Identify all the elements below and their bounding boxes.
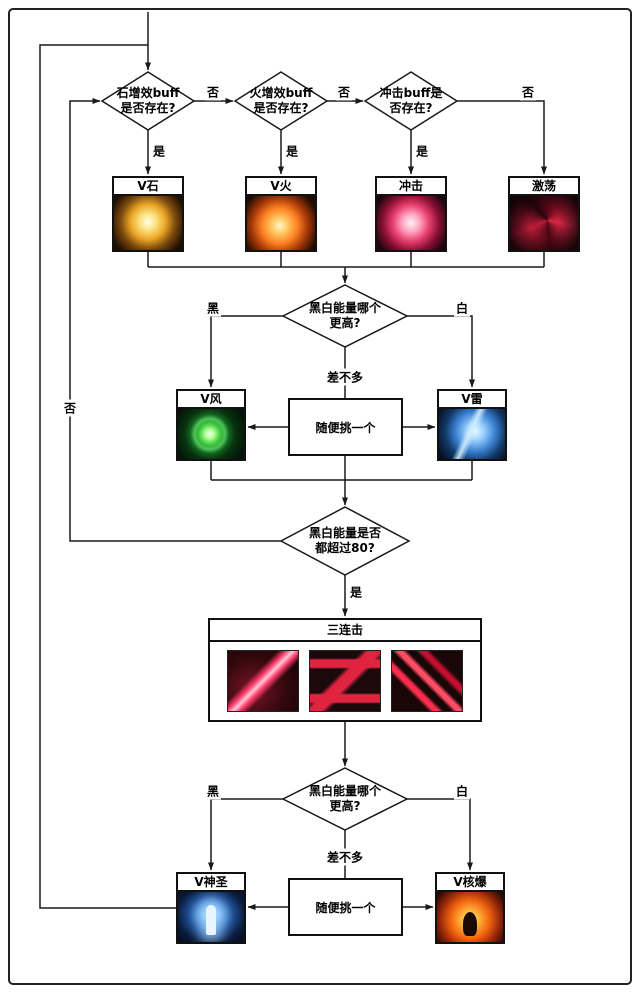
skill-v-stone-label: V石 [114,178,182,196]
diamond-energy-high-2 [281,767,409,831]
v-nuke-image [437,892,503,942]
label-similar-1: 差不多 [324,368,366,386]
triple-strike-images [210,642,480,720]
v-holy-image [178,892,244,942]
decision-impact-line2: 否存在? [389,101,433,115]
decision-stone-line2: 是否存在? [120,101,176,115]
v-wind-image [178,409,244,459]
decision-stone-buff: 石增效buff 是否存在? [117,86,180,116]
skill-impact-label: 冲击 [377,178,445,196]
skill-v-wind: V风 [176,389,246,461]
label-no-3: 否 [519,83,537,101]
decision-impact-buff: 冲击buff是 否存在? [380,86,443,116]
skill-impact: 冲击 [375,176,447,252]
pick-any-2-label: 随便挑一个 [315,900,376,915]
label-no-loop: 否 [61,399,79,417]
skill-v-wind-label: V风 [178,391,244,409]
label-yes-80: 是 [347,583,365,601]
slash-1-image [227,650,299,712]
surge-image [510,196,578,250]
page-border [8,8,632,985]
pick-any-1-label: 随便挑一个 [315,420,376,435]
decision-energy1-line2: 更高? [329,316,361,330]
merge-row2 [210,456,473,481]
decision-energy1-line1: 黑白能量哪个 [308,301,382,315]
label-black-1: 黑 [204,299,222,317]
triple-strike-label: 三连击 [210,620,480,642]
no-arrow-3 [457,100,547,175]
diamond-energy-over-80 [279,506,411,576]
skill-v-holy-label: V神圣 [178,874,244,892]
decision-impact-line1: 冲击buff是 [379,86,443,100]
black-arrow-1 [208,315,283,388]
pick-any-box-2: 随便挑一个 [288,878,403,936]
pick-any-box-1: 随便挑一个 [288,398,403,456]
decision-energy-high-1: 黑白能量哪个 更高? [309,301,381,331]
merge-row1 [147,252,545,268]
label-white-1: 白 [453,299,471,317]
skill-v-holy: V神圣 [176,872,246,944]
white-arrow-2 [407,798,473,871]
skill-triple-strike: 三连击 [208,618,482,722]
diamond-energy-high-1 [281,284,409,348]
decision-diamonds [100,71,459,831]
decision-energy2-line1: 黑白能量哪个 [308,784,382,798]
diamond-stone [100,71,196,131]
impact-image [377,196,445,250]
label-white-2: 白 [453,782,471,800]
skill-v-nuke-label: V核爆 [437,874,503,892]
skill-v-fire-label: V火 [247,178,315,196]
decision-stone-line1: 石增效buff [116,86,180,100]
decision-energy80-line2: 都超过80? [315,541,375,555]
loop-back-line [39,44,176,909]
skill-surge-label: 激荡 [510,178,578,196]
label-no-2: 否 [335,83,353,101]
v-thunder-image [439,409,505,459]
black-arrow-2 [208,798,283,871]
slash-3-image [391,650,463,712]
white-arrow-1 [407,315,475,388]
decision-energy-over-80: 黑白能量是否 都超过80? [309,526,381,556]
skill-v-fire: V火 [245,176,317,252]
skill-v-stone: V石 [112,176,184,252]
v-stone-image [114,196,182,250]
v-fire-image [247,196,315,250]
slash-2-image [309,650,381,712]
skill-v-nuke: V核爆 [435,872,505,944]
decision-energy2-line2: 更高? [329,799,361,813]
decision-energy-high-2: 黑白能量哪个 更高? [309,784,381,814]
decision-fire-line1: 火增效buff [249,86,313,100]
label-black-2: 黑 [204,782,222,800]
diamond-impact [363,71,459,131]
label-yes-1: 是 [150,142,168,160]
skill-v-thunder: V雷 [437,389,507,461]
no-loop-arrow [69,98,281,542]
decision-energy80-line1: 黑白能量是否 [308,526,382,540]
diamond-fire [233,71,329,131]
skill-v-thunder-label: V雷 [439,391,505,409]
decision-fire-line2: 是否存在? [253,101,309,115]
label-no-1: 否 [204,83,222,101]
decision-fire-buff: 火增效buff 是否存在? [250,86,313,116]
label-similar-2: 差不多 [324,848,366,866]
label-yes-3: 是 [413,142,431,160]
label-yes-2: 是 [283,142,301,160]
skill-surge: 激荡 [508,176,580,252]
